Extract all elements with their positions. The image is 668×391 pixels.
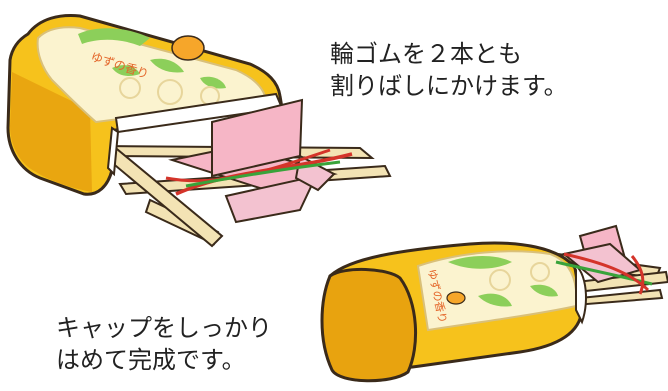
rubber-bands-bottom [555,252,653,295]
pink-card-top [168,98,338,224]
package-bottom [320,241,587,383]
top-assembly: ゆずの香り [6,14,392,248]
caption-top-line-2: 割りばしにかけます。 [330,72,568,100]
rubber-bands-top [165,148,353,196]
caption-top: 輪ゴムを２本とも 割りばしにかけます。 [330,38,568,102]
caption-bottom: キャップをしっかり はめて完成です。 [56,312,272,376]
caption-top-line-1: 輪ゴムを２本とも [330,40,522,68]
caption-bottom-line-2: はめて完成です。 [56,346,246,374]
caption-bottom-line-1: キャップをしっかり [56,314,272,342]
bottom-assembly: ゆずの香り [320,224,668,383]
package-top [6,14,284,196]
